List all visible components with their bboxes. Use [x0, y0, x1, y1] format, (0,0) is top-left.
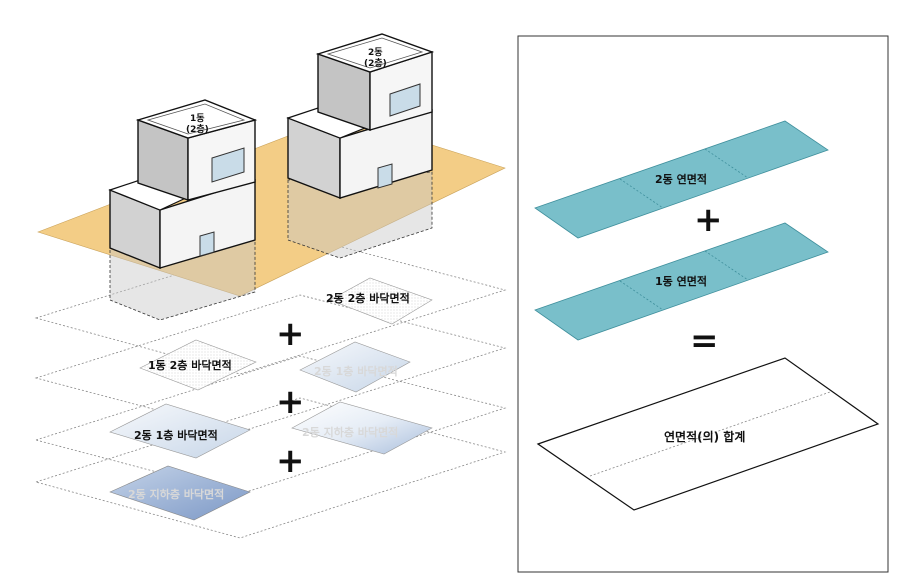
floor-layer-middle — [34, 355, 507, 495]
floor-slabs — [109, 277, 433, 521]
summary-equals: = — [690, 321, 719, 361]
label-b2-basement: 2동 지하층 바닥면적 — [128, 487, 224, 501]
b1-total-area-strip — [534, 222, 829, 341]
label-b2-2f: 2동 2층 바닥면적 — [326, 291, 410, 305]
slab-b2-1f — [109, 403, 251, 459]
label-b2-1f: 2동 1층 바닥면적 — [134, 428, 218, 442]
building-2-roof-inner — [326, 37, 424, 69]
label-b2-total-area: 2동 연면적 — [655, 172, 707, 186]
slab-b2-basement — [109, 465, 251, 521]
building-1-window — [211, 147, 245, 183]
floor-layer-bottom — [34, 397, 507, 539]
label-b2-basement-upper: 2동 지하층 바닥면적 — [302, 425, 398, 439]
label-b1-total-area: 1동 연면적 — [655, 274, 707, 288]
b2-total-area-strip — [534, 120, 829, 239]
building-2 — [286, 33, 435, 259]
building-2-window — [389, 83, 421, 117]
floor-layer-upper — [34, 294, 507, 433]
building-1-door — [199, 231, 215, 257]
plus-sign-1: + — [276, 314, 305, 354]
slab-b2-2f — [329, 277, 433, 325]
label-b1-2f: 1동 2층 바닥면적 — [148, 358, 232, 372]
building-2-label-floors: (2층) — [364, 57, 387, 69]
label-b2-1f-upper: 2동 1층 바닥면적 — [314, 364, 398, 378]
building-2-label-name: 2동 — [368, 47, 383, 58]
plus-sign-3: + — [276, 441, 305, 481]
building-1-roof-inner — [146, 103, 246, 135]
summary-plus: + — [694, 200, 723, 240]
building-1-label-name: 1동 — [190, 113, 205, 124]
label-total-area-sum: 연면적(의) 합계 — [664, 429, 745, 444]
plus-sign-2: + — [276, 382, 305, 422]
total-area-sum-plane — [536, 357, 880, 511]
slab-b2-basement-upper — [291, 401, 433, 455]
site-plane — [37, 115, 506, 297]
building-2-door — [377, 163, 393, 189]
building-2-tower-roof — [315, 33, 435, 73]
slab-b1-2f — [139, 339, 257, 391]
building-1-tower-roof — [135, 99, 258, 139]
slab-b2-1f-upper — [299, 341, 411, 393]
building-1 — [108, 99, 258, 321]
building-1-label-floors: (2층) — [186, 123, 209, 135]
